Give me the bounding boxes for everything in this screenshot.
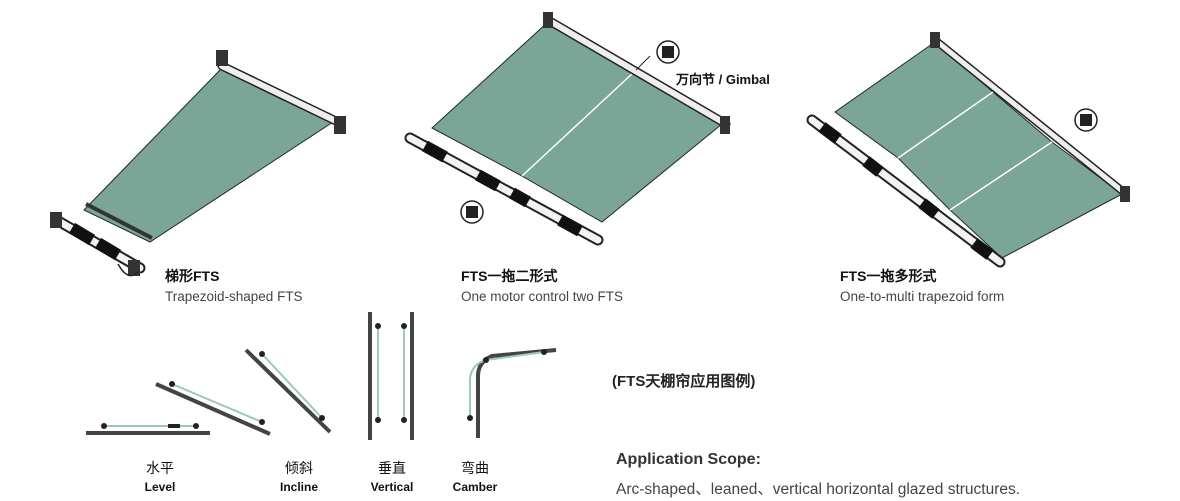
one-to-multi-illustration bbox=[806, 32, 1130, 268]
motor-unit bbox=[818, 122, 842, 144]
gimbal-label: 万向节 / Gimbal bbox=[676, 72, 770, 87]
camber-caption: 弯曲 Camber bbox=[440, 458, 510, 494]
installation-cn: 垂直 bbox=[378, 460, 406, 476]
level-caption: 水平 Level bbox=[125, 458, 195, 494]
system-caption-multi: FTS一拖多形式 One-to-multi trapezoid form bbox=[840, 266, 1004, 304]
installation-cn: 倾斜 bbox=[285, 460, 313, 476]
legend-title: (FTS天棚帘应用图例) bbox=[612, 373, 756, 390]
motor-unit bbox=[68, 222, 96, 246]
vertical-installation-diagram bbox=[368, 312, 414, 440]
vertical-caption: 垂直 Vertical bbox=[357, 458, 427, 494]
system-title: FTS一拖多形式 bbox=[840, 268, 937, 284]
motor-unit bbox=[422, 140, 448, 163]
incline-installation-diagram bbox=[155, 348, 332, 436]
motor-unit bbox=[475, 169, 501, 192]
system-subtitle: One motor control two FTS bbox=[461, 289, 624, 304]
motor-unit bbox=[94, 237, 122, 261]
installation-en: Incline bbox=[279, 480, 318, 494]
top-bracket bbox=[216, 50, 228, 66]
one-motor-two-fts-illustration bbox=[404, 12, 731, 246]
system-caption-trapezoid: 梯形FTS Trapezoid-shaped FTS bbox=[165, 266, 303, 304]
installation-en: Vertical bbox=[370, 480, 414, 494]
system-title: FTS一拖二形式 bbox=[461, 268, 558, 284]
trapezoid-fts-illustration bbox=[50, 50, 346, 277]
installation-en: Camber bbox=[452, 480, 498, 494]
system-caption-two-fts: FTS一拖二形式 One motor control two FTS bbox=[461, 266, 623, 304]
system-subtitle: One-to-multi trapezoid form bbox=[840, 289, 1005, 304]
system-subtitle: Trapezoid-shaped FTS bbox=[165, 289, 303, 304]
camber-installation-diagram bbox=[467, 348, 557, 438]
system-title: 梯形FTS bbox=[165, 268, 220, 284]
installation-cn: 弯曲 bbox=[461, 460, 489, 476]
level-installation-diagram bbox=[86, 423, 210, 435]
installation-en: Level bbox=[144, 480, 176, 494]
application-scope-text: Arc-shaped、leaned、vertical horizontal gl… bbox=[616, 481, 1021, 498]
incline-caption: 倾斜 Incline bbox=[264, 458, 334, 494]
top-bracket bbox=[334, 116, 346, 134]
application-scope-title: Application Scope: bbox=[616, 451, 761, 468]
trapezoid-fabric bbox=[83, 67, 335, 243]
installation-cn: 水平 bbox=[146, 460, 174, 476]
